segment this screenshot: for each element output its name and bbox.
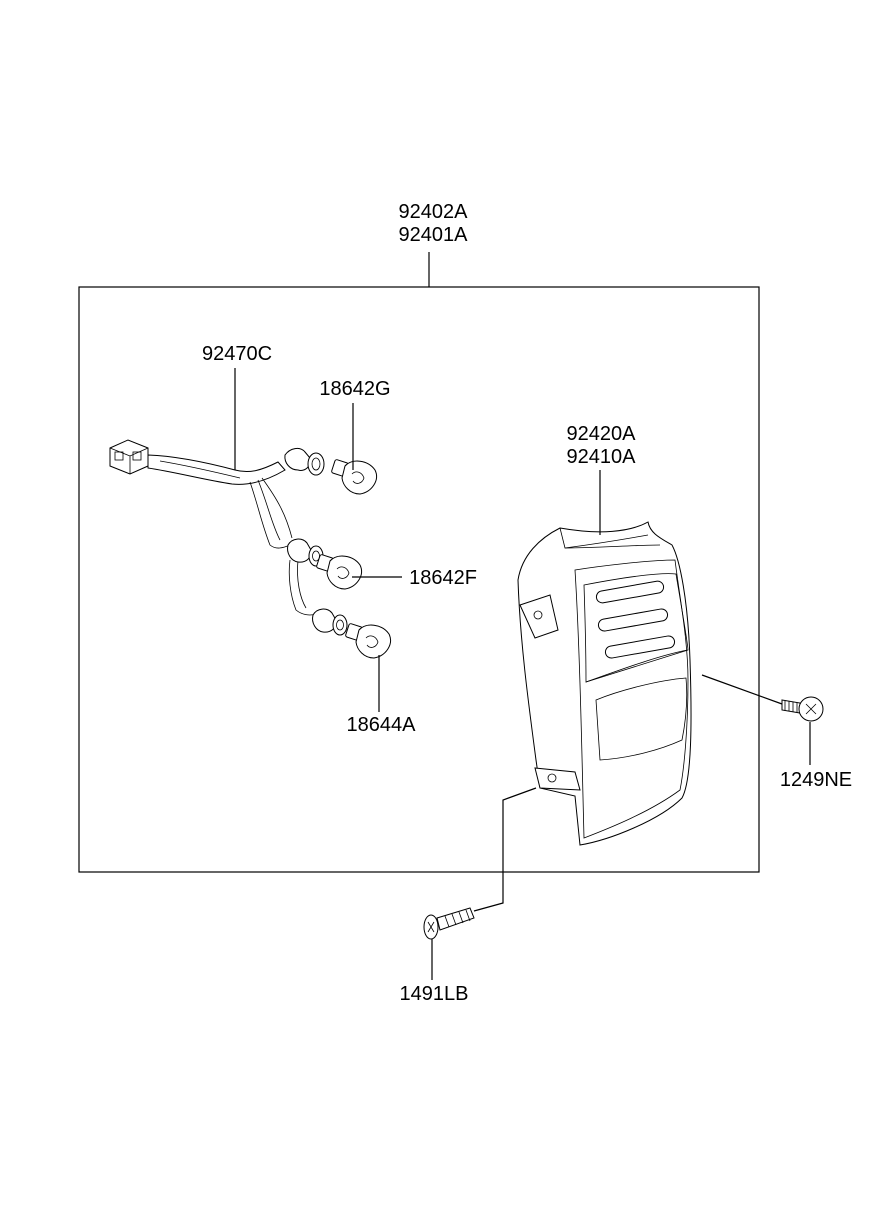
bulb-bottom bbox=[345, 623, 391, 659]
bulb-bottom-label: 18644A bbox=[347, 714, 417, 736]
assembly-frame bbox=[78, 286, 760, 873]
bulb-middle-label: 18642F bbox=[409, 567, 477, 589]
wiring-harness bbox=[109, 439, 348, 636]
bulb-top-label: 18642G bbox=[319, 378, 390, 400]
housing-label-1: 92420A bbox=[567, 423, 637, 445]
side-screw-label: 1249NE bbox=[780, 769, 852, 791]
bulb-top bbox=[331, 459, 377, 495]
side-screw bbox=[781, 696, 824, 722]
bottom-screw-label: 1491LB bbox=[400, 983, 469, 1005]
housing-label-2: 92410A bbox=[567, 446, 637, 468]
assembly-label-2: 92401A bbox=[399, 224, 469, 246]
lamp-housing bbox=[517, 521, 692, 846]
harness-label: 92470C bbox=[202, 343, 272, 365]
bulb-middle bbox=[316, 554, 362, 590]
bottom-screw-leader bbox=[473, 787, 537, 912]
assembly-label-1: 92402A bbox=[399, 201, 469, 223]
side-screw-leader bbox=[701, 674, 783, 705]
bottom-screw bbox=[423, 907, 475, 940]
